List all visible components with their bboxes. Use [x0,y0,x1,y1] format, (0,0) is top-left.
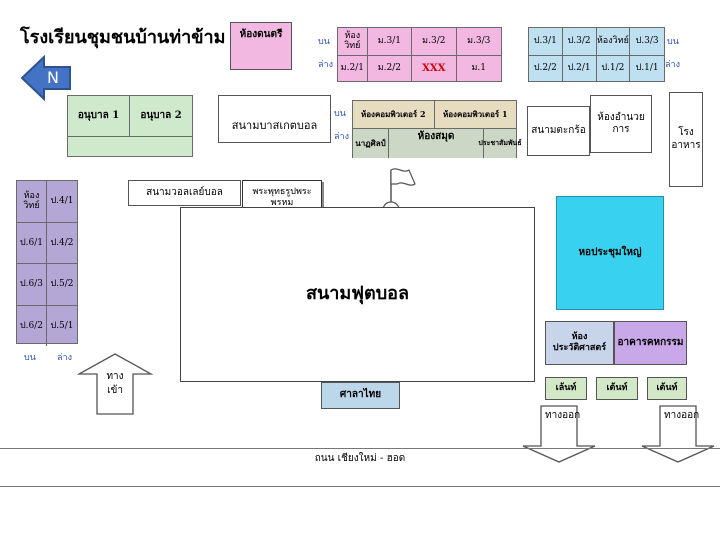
tent-3: เต้นท์ [647,377,687,400]
room-cell: ม.1 [471,63,487,74]
north-arrow-icon: N [20,54,72,102]
music-room-label: ห้องดนตรี [239,29,283,40]
room-cell: ม.3/2 [412,28,457,55]
left-building: ห้องวิทย์ ป.4/1 ป.6/1 ป.4/2 ป.6/3 ป.5/2 … [16,180,78,346]
history-room-label: ห้องประวัติศาสตร์ [552,331,607,353]
library: ห้องสมุด [389,129,484,158]
tent-1-label: เล้นท์ [555,382,577,393]
top-middle-building: ห้องวิทย์ ม.3/1 ม.3/2 ม.3/3 ม.2/1 ม.2/2 … [337,27,502,82]
public-relations-room: ประชาสัมพันธ์ [478,138,522,148]
left-block-lower-label: ล่าง [57,353,72,363]
computer-room-1: ห้องคอมพิวเตอร์ 1 [442,108,508,119]
tent-2: เต้นท์ [596,377,638,400]
thai-pavilion-label: ศาลาไทย [339,389,382,401]
cafeteria-label: โรงอาหาร [671,127,701,151]
entrance-label: ทางเข้า [106,371,124,396]
room-cell: ป.3/3 [635,36,659,47]
top-middle-lower-label: ล่าง [318,60,333,70]
room-cell: ป.6/3 [17,264,47,305]
top-right-upper-label: บน [667,37,679,47]
room-cell: ป.6/1 [17,222,47,263]
thai-pavilion: ศาลาไทย [321,382,400,409]
left-block-upper-label: บน [24,353,36,363]
top-right-lower-label: ล่าง [665,60,680,70]
history-room: ห้องประวัติศาสตร์ [545,321,614,365]
room-cell: ป.2/2 [529,55,563,81]
football-field-label: สนามฟุตบอล [306,283,409,305]
basketball-court: สนามบาสเกตบอล [218,95,331,143]
room-cell: ห้องวิทย์ [17,181,47,222]
top-right-building: ป.3/1 ป.3/2 ห้องวิทย์ ป.3/3 ป.2/2 ป.2/1 … [528,27,665,82]
tent-2-label: เต้นท์ [606,382,628,393]
kindergarten-2: อนุบาล 2 [140,110,182,122]
tent-1: เล้นท์ [545,377,587,400]
road-label: ถนน เชียงใหม่ - ฮอด [314,453,406,464]
room-cell: ห้องวิทย์ [597,28,631,55]
room-cell: ป.5/2 [50,279,74,290]
computer-building: ห้องคอมพิวเตอร์ 2 ห้องคอมพิวเตอร์ 1 นาฏศ… [352,100,522,158]
room-cell: ป.4/1 [50,196,74,207]
tent-3-label: เต้นท์ [656,382,678,393]
entrance-arrow-icon: ทางเข้า [76,352,154,416]
room-cell: ป.5/1 [50,320,74,331]
room-cell: ป.3/2 [563,28,597,55]
director-room: ห้องอำนวยการ [590,95,652,153]
north-label: N [47,68,59,87]
main-hall-label: หอประชุมใหญ่ [578,246,642,258]
computer-block-lower-label: ล่าง [334,132,349,142]
computer-block-upper-label: บน [334,109,346,119]
football-field: สนามฟุตบอล [180,207,535,382]
music-room: ห้องดนตรี [230,22,292,70]
room-cell: ห้องวิทย์ [338,28,368,55]
road-line-bottom [0,486,720,487]
takraw-court-label: สนามตะกร้อ [531,124,586,136]
room-cell: ป.6/2 [17,305,47,346]
exit-label-2: ทางออก [664,410,700,421]
room-cell: ป.2/1 [563,55,597,81]
room-cell: ป.3/1 [529,28,563,55]
room-cell: ม.3/1 [368,28,413,55]
takraw-court: สนามตะกร้อ [527,106,590,156]
basketball-court-label: สนามบาสเกตบอล [231,119,318,133]
computer-room-2: ห้องคอมพิวเตอร์ 2 [353,101,435,128]
main-hall: หอประชุมใหญ่ [556,196,664,310]
buddha-image-label: พระพุทธรูปพระพรหม [252,186,312,208]
home-economics-label: อาคารคหกรรม [617,336,684,348]
kindergarten-1: อนุบาล 1 [68,96,130,136]
dance-room: นาฏศิลป์ [353,129,389,158]
room-cell: ป.1/2 [597,55,631,81]
kindergarten-building: อนุบาล 1 อนุบาล 2 [67,95,193,157]
map-title: โรงเรียนชุมชนบ้านท่าข้าม [20,27,226,48]
room-cell: ม.2/2 [368,55,413,81]
home-economics-building: อาคารคหกรรม [614,321,687,365]
director-room-label: ห้องอำนวยการ [597,111,645,136]
marked-room-cell: XXX [412,55,457,81]
room-cell: ม.3/3 [467,36,491,47]
top-middle-upper-label: บน [318,37,330,47]
exit-label-1: ทางออก [545,410,581,421]
room-cell: ป.4/2 [50,237,74,248]
room-cell: ม.2/1 [338,55,368,81]
volleyball-court-label: สนามวอลเลย์บอล [146,186,223,198]
road-line-top [0,448,720,449]
volleyball-court: สนามวอลเลย์บอล [128,180,241,206]
cafeteria: โรงอาหาร [669,92,703,187]
room-cell: ป.1/1 [635,63,659,74]
